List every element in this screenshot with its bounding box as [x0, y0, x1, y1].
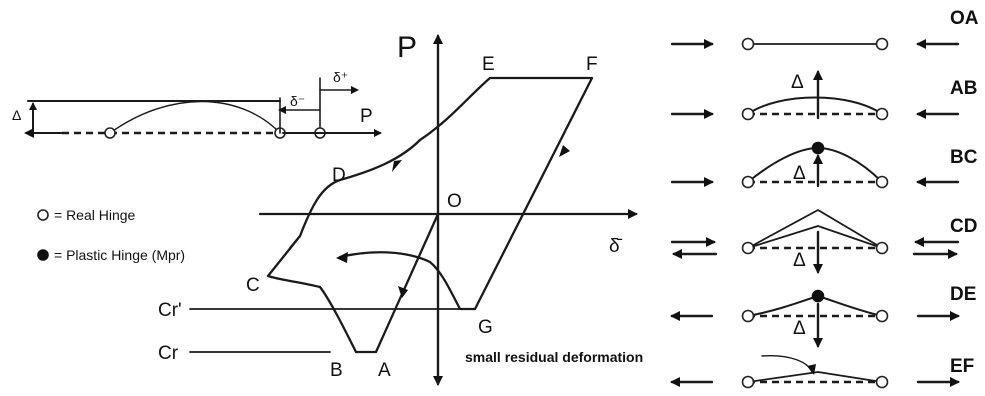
- de-left-hinge: [741, 309, 755, 323]
- legend: = Real Hinge = Plastic Hinge (Mpr): [37, 207, 185, 263]
- stage-delta-de: Δ: [793, 318, 806, 339]
- left-hinge: [104, 127, 116, 139]
- arrow-oa: [398, 286, 408, 298]
- point-d: D: [332, 165, 346, 186]
- delta-minus-label: δ⁻: [290, 93, 305, 109]
- de-plastic-hinge: [811, 289, 825, 303]
- stage-label-ab: AB: [950, 78, 977, 99]
- member-p-label: P: [360, 106, 373, 127]
- hysteresis-plot: [189, 34, 638, 386]
- ab-left-hinge: [741, 107, 755, 121]
- stage-label-bc: BC: [950, 147, 978, 168]
- cr-label: Cr: [158, 343, 179, 364]
- ef-left-hinge: [741, 375, 755, 389]
- ab-curve: [747, 96, 883, 115]
- stage-label-de: DE: [950, 284, 976, 305]
- bc-left-hinge: [741, 175, 755, 189]
- bc-plastic-hinge: [811, 141, 825, 155]
- residual-pointer-head: [807, 364, 816, 375]
- stage-bc: [670, 141, 960, 189]
- delta-plus-label: δ⁺: [333, 69, 348, 85]
- arrow-g: [336, 252, 348, 263]
- point-b: B: [330, 360, 343, 381]
- real-hinge-icon: [37, 209, 49, 221]
- ef-residual-shape: [747, 371, 883, 383]
- stage-label-ef: EF: [950, 356, 974, 377]
- left-load-arrow: [24, 128, 34, 138]
- ef-right-hinge: [875, 375, 889, 389]
- oa-right-hinge: [875, 37, 889, 51]
- legend-real-hinge: = Real Hinge: [54, 207, 136, 223]
- cd-right-hinge: [875, 241, 889, 255]
- stage-delta-cd: Δ: [793, 250, 806, 271]
- plastic-hinge-icon: [37, 249, 49, 261]
- bc-right-hinge: [875, 175, 889, 189]
- point-e: E: [482, 54, 495, 75]
- oa-left-hinge: [741, 37, 755, 51]
- legend-plastic-hinge: = Plastic Hinge (Mpr): [54, 247, 185, 263]
- stage-oa: [670, 37, 960, 51]
- residual-note: small residual deformation: [465, 349, 643, 365]
- stage-ef: [670, 371, 960, 389]
- cd-lower-shape: [747, 225, 883, 249]
- cd-upper-shape: [747, 209, 883, 249]
- arrow-cd: [392, 160, 402, 172]
- arrow-ef: [559, 145, 570, 157]
- member-sketch: Δ P δ⁻ δ⁺: [12, 69, 382, 139]
- de-right-hinge: [875, 309, 889, 323]
- delta-axis-label: δ̄: [609, 236, 623, 257]
- p-axis-label: P: [397, 31, 417, 64]
- stage-delta-ab: Δ: [791, 72, 804, 93]
- stage-de: [670, 289, 960, 348]
- cr-prime-label: Cr': [158, 300, 182, 321]
- hysteresis-curve: [266, 76, 594, 354]
- stage-ab: [670, 70, 960, 121]
- point-a: A: [378, 360, 391, 381]
- member-delta-label: Δ: [12, 107, 21, 123]
- point-c: C: [246, 275, 260, 296]
- point-f: F: [586, 54, 598, 75]
- cd-left-hinge: [741, 241, 755, 255]
- stage-delta-bc: Δ: [793, 163, 806, 184]
- stage-cd: [670, 209, 960, 274]
- deflected-shape: [109, 100, 281, 134]
- arrow-c-stub: [289, 235, 301, 249]
- ab-right-hinge: [875, 107, 889, 121]
- point-o: O: [447, 191, 462, 212]
- point-g: G: [478, 317, 493, 338]
- stage-sketches: OA AB BC CD DE EF Δ Δ Δ Δ small residual…: [465, 8, 979, 389]
- stage-label-cd: CD: [950, 216, 977, 237]
- residual-pointer: [761, 355, 813, 373]
- stage-label-oa: OA: [950, 8, 979, 29]
